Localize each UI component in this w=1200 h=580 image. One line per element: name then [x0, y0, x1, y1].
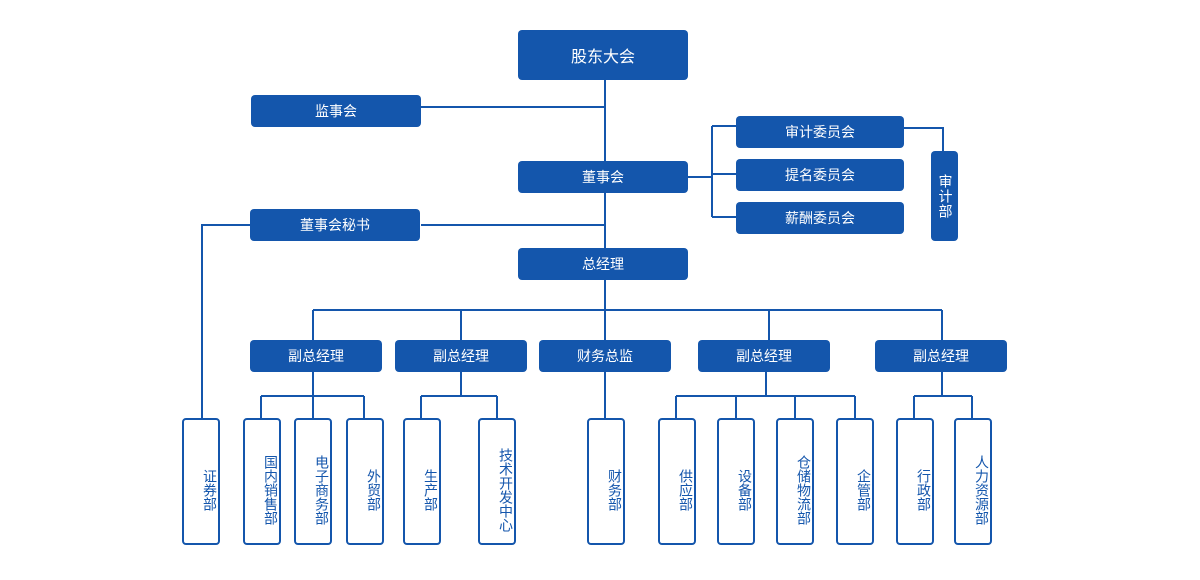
- audit-dept-connector: [904, 127, 944, 151]
- foreign-trade-dept-node[interactable]: 外贸部: [346, 418, 384, 545]
- vice-general-manager-node[interactable]: 副总经理: [395, 340, 527, 372]
- cfo-node[interactable]: 财务总监: [539, 340, 671, 372]
- enterprise-mgmt-dept-node[interactable]: 企管部: [836, 418, 874, 545]
- tech-center-node[interactable]: 技术开发中心: [478, 418, 516, 545]
- board-secretary-node[interactable]: 董事会秘书: [250, 209, 420, 241]
- shareholders-node[interactable]: 股东大会: [518, 30, 688, 80]
- nomination-committee-node[interactable]: 提名委员会: [736, 159, 904, 191]
- supply-dept-node[interactable]: 供应部: [658, 418, 696, 545]
- production-dept-node[interactable]: 生产部: [403, 418, 441, 545]
- administration-dept-node[interactable]: 行政部: [896, 418, 934, 545]
- board-of-directors-node[interactable]: 董事会: [518, 161, 688, 193]
- supervisory-board-node[interactable]: 监事会: [251, 95, 421, 127]
- securities-dept-node[interactable]: 证券部: [182, 418, 220, 545]
- vice-general-manager-node[interactable]: 副总经理: [875, 340, 1007, 372]
- vice-general-manager-node[interactable]: 副总经理: [250, 340, 382, 372]
- ecommerce-dept-node[interactable]: 电子商务部: [294, 418, 332, 545]
- audit-dept-node[interactable]: 审计部: [931, 151, 958, 241]
- logistics-dept-node[interactable]: 仓储物流部: [776, 418, 814, 545]
- vice-general-manager-node[interactable]: 副总经理: [698, 340, 830, 372]
- audit-committee-node[interactable]: 审计委员会: [736, 116, 904, 148]
- securities-connector: [201, 224, 250, 418]
- finance-dept-node[interactable]: 财务部: [587, 418, 625, 545]
- domestic-sales-dept-node[interactable]: 国内销售部: [243, 418, 281, 545]
- equipment-dept-node[interactable]: 设备部: [717, 418, 755, 545]
- hr-dept-node[interactable]: 人力资源部: [954, 418, 992, 545]
- general-manager-node[interactable]: 总经理: [518, 248, 688, 280]
- compensation-committee-node[interactable]: 薪酬委员会: [736, 202, 904, 234]
